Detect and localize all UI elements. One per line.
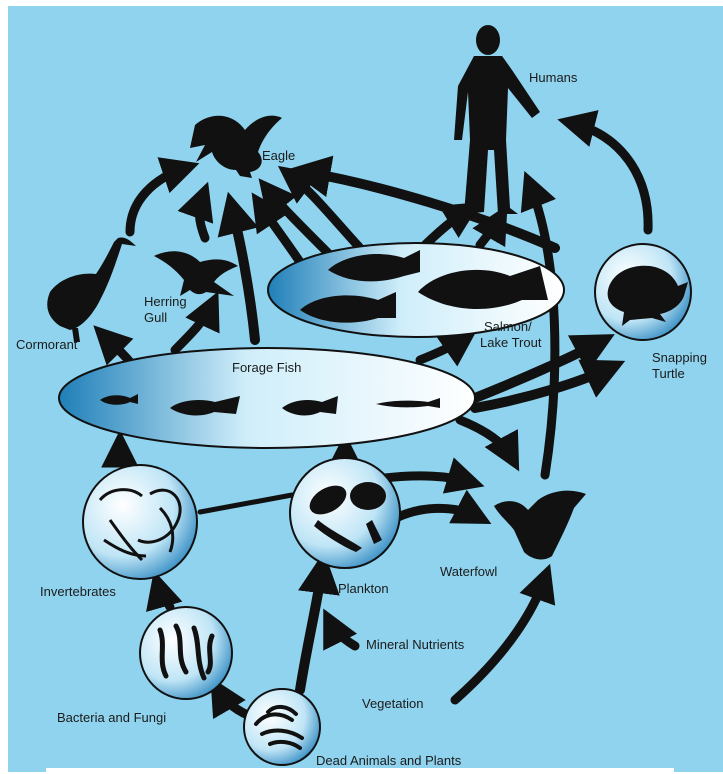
label-mineral-nutrients: Mineral Nutrients: [366, 637, 465, 652]
label-waterfowl: Waterfowl: [440, 564, 497, 579]
label-salmon-1: Salmon/: [484, 319, 532, 334]
label-snapping-turtle-2: Turtle: [652, 366, 685, 381]
plankton-circle: [290, 458, 400, 568]
label-snapping-turtle-1: Snapping: [652, 350, 707, 365]
label-forage-fish: Forage Fish: [232, 360, 301, 375]
label-invertebrates: Invertebrates: [40, 584, 116, 599]
label-vegetation: Vegetation: [362, 696, 423, 711]
invertebrates-circle: [83, 465, 197, 579]
label-cormorant: Cormorant: [16, 337, 78, 352]
label-herring-gull-2: Gull: [144, 310, 167, 325]
label-dead-animals-plants: Dead Animals and Plants: [316, 753, 462, 768]
bottom-white-strip: [46, 768, 674, 774]
label-salmon-2: Lake Trout: [480, 335, 542, 350]
bacteria-circle: [140, 607, 232, 699]
label-eagle: Eagle: [262, 148, 295, 163]
label-plankton: Plankton: [338, 581, 389, 596]
label-humans: Humans: [529, 70, 578, 85]
dead-matter-circle: [244, 689, 320, 765]
label-herring-gull-1: Herring: [144, 294, 187, 309]
label-bacteria-fungi: Bacteria and Fungi: [57, 710, 166, 725]
